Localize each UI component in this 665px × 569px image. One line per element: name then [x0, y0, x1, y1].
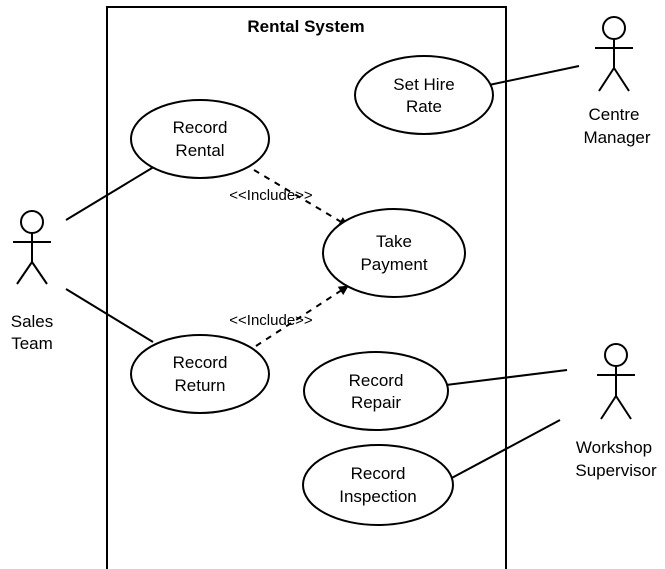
system-title: Rental System: [247, 17, 364, 36]
stick-figure-icon: [595, 16, 633, 92]
actor-workshop-supervisor: Workshop Supervisor: [575, 343, 657, 480]
stick-figure-icon: [597, 343, 635, 420]
actor-label: Team: [11, 334, 53, 353]
actor-label: Supervisor: [575, 461, 657, 480]
use-case-label: Record: [351, 464, 406, 483]
use-case-label: Inspection: [339, 487, 417, 506]
use-case-record-repair: Record Repair: [303, 351, 449, 431]
use-case-record-return: Record Return: [130, 334, 270, 414]
actor-sales-team: Sales Team: [11, 210, 54, 353]
use-case-label: Take: [376, 232, 412, 251]
use-case-label: Record: [173, 118, 228, 137]
association-sales-record-return: [65, 288, 154, 343]
use-case-label: Return: [174, 376, 225, 395]
use-case-label: Rate: [406, 97, 442, 116]
association-sales-record-rental: [65, 164, 158, 221]
actor-label: Manager: [583, 128, 650, 147]
use-case-label: Record: [349, 371, 404, 390]
system-boundary: [106, 6, 507, 569]
actor-centre-manager: Centre Manager: [583, 16, 651, 147]
use-case-take-payment: Take Payment: [322, 208, 466, 298]
use-case-record-inspection: Inspection Record: [302, 444, 454, 526]
actor-label: Centre: [588, 105, 639, 124]
use-case-label: Rental: [175, 141, 224, 160]
actor-label: Workshop: [576, 438, 652, 457]
use-case-record-rental: Record Rental: [130, 99, 270, 179]
stick-figure-icon: [13, 210, 51, 285]
association-supervisor-record-repair: [445, 369, 568, 386]
actor-label: Sales: [11, 312, 54, 331]
include-label-2: <<Include>>: [229, 312, 313, 329]
use-case-label: Repair: [351, 393, 401, 412]
use-case-set-hire-rate: Set Hire Rate: [354, 55, 494, 135]
use-case-label: Payment: [360, 255, 427, 274]
use-case-label: Set Hire: [393, 75, 454, 94]
association-manager-set-hire-rate: [488, 65, 580, 86]
use-case-label: Record: [173, 353, 228, 372]
association-supervisor-record-inspection: [432, 419, 561, 489]
include-label-1: <<Include>>: [229, 187, 313, 204]
